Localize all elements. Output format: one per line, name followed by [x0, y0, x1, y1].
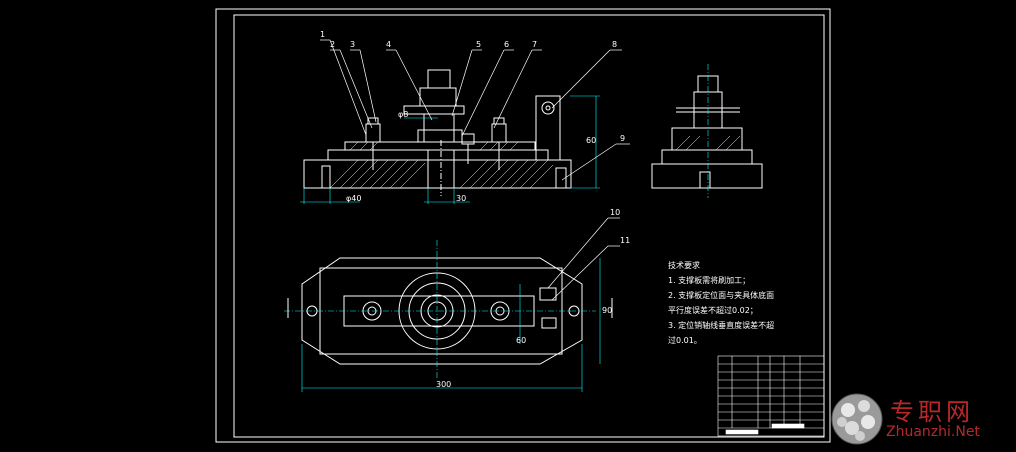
balloon-11: 11	[620, 236, 631, 245]
inner-border	[233, 14, 825, 438]
tech-line-1: 1. 支撑板需将刷加工；	[668, 276, 751, 285]
balloon-leaders	[320, 39, 630, 301]
title-block	[717, 355, 825, 437]
balloon-4: 4	[386, 40, 392, 49]
watermark-cn: 专职网	[890, 398, 974, 426]
balloon-2: 2	[330, 40, 336, 49]
watermark-ball-icon	[831, 393, 883, 445]
tech-title: 技术要求	[668, 261, 700, 270]
tech-line-5: 过0.01。	[668, 336, 702, 345]
balloon-5: 5	[476, 40, 482, 49]
watermark-en: Zhuanzhi.Net	[886, 424, 980, 440]
balloon-6: 6	[504, 40, 510, 49]
dim-phi-small: φ8	[398, 110, 409, 119]
tech-requirements: 技术要求 1. 支撑板需将刷加工； 2. 支撑板定位面与夹具体底面 平行度误差不…	[668, 258, 774, 348]
tech-line-4: 3. 定位销轴线垂直度误差不超	[668, 321, 775, 330]
top-view	[284, 240, 613, 392]
balloon-3: 3	[350, 40, 356, 49]
dim-side-small: 60	[516, 336, 527, 345]
dim-width-right: 90	[602, 306, 613, 315]
balloon-8: 8	[612, 40, 618, 49]
balloon-9: 9	[620, 134, 626, 143]
watermark: 专职网 Zhuanzhi.Net	[830, 388, 1008, 448]
dim-height-right: 60	[586, 136, 597, 145]
balloon-1: 1	[320, 30, 326, 39]
dim-mid: 30	[456, 194, 467, 203]
balloon-7: 7	[532, 40, 538, 49]
front-view	[300, 69, 600, 204]
dim-overall-length: 300	[436, 380, 452, 389]
outer-border	[215, 8, 831, 443]
dim-dia-left: φ40	[346, 194, 362, 203]
side-view	[651, 64, 763, 198]
tech-line-3: 平行度误差不超过0.02；	[668, 306, 758, 315]
tech-line-2: 2. 支撑板定位面与夹具体底面	[668, 291, 775, 300]
balloon-10: 10	[610, 208, 621, 217]
